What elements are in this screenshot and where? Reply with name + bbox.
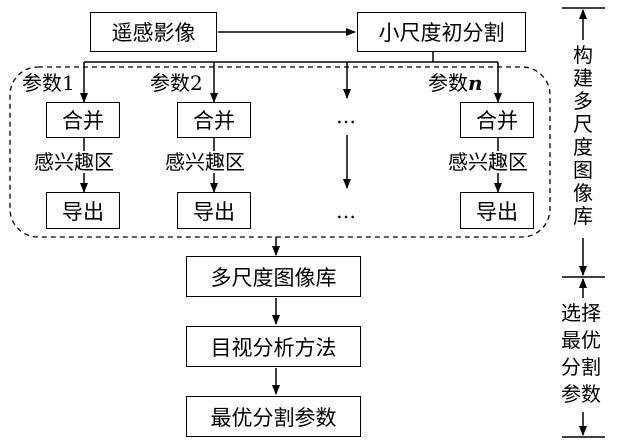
small-scale-segmentation-label: 小尺度初分割: [378, 21, 505, 45]
optimal-params-box: 最优分割参数: [186, 396, 361, 437]
export-label: 导出: [62, 199, 104, 224]
visual-analysis-label: 目视分析方法: [210, 335, 337, 360]
roi-label-1: 感兴趣区: [34, 150, 114, 174]
multiscale-library-label: 多尺度图像库: [210, 265, 337, 290]
merge-box-1: 合并: [46, 102, 120, 138]
ellipsis-top: …: [336, 104, 357, 128]
export-box-n: 导出: [460, 192, 534, 229]
multiscale-library-box: 多尺度图像库: [186, 256, 361, 297]
visual-analysis-box: 目视分析方法: [186, 326, 361, 367]
roi-label-2: 感兴趣区: [165, 150, 245, 174]
dashed-parameter-group: [9, 66, 551, 238]
export-box-1: 导出: [46, 192, 120, 229]
export-box-2: 导出: [177, 192, 251, 229]
merge-box-n: 合并: [460, 102, 534, 138]
small-scale-segmentation-box: 小尺度初分割: [357, 12, 526, 52]
merge-label: 合并: [62, 109, 104, 133]
param-n-label: 参数n: [428, 71, 483, 95]
merge-label: 合并: [193, 109, 235, 133]
export-label: 导出: [476, 199, 518, 224]
optimal-params-label: 最优分割参数: [210, 405, 337, 430]
param-1-label: 参数1: [22, 71, 75, 95]
side-label-build-library: 构建多尺度图像库: [570, 44, 596, 228]
remote-sensing-image-label: 遥感影像: [111, 21, 196, 45]
export-label: 导出: [193, 199, 235, 224]
roi-label-n: 感兴趣区: [448, 150, 528, 174]
param-2-label: 参数2: [150, 71, 203, 95]
merge-label: 合并: [476, 109, 518, 133]
merge-box-2: 合并: [177, 102, 251, 138]
side-label-select-params: 选择最优分割参数: [555, 300, 607, 408]
ellipsis-bottom: …: [336, 199, 357, 223]
remote-sensing-image-box: 遥感影像: [90, 12, 217, 52]
